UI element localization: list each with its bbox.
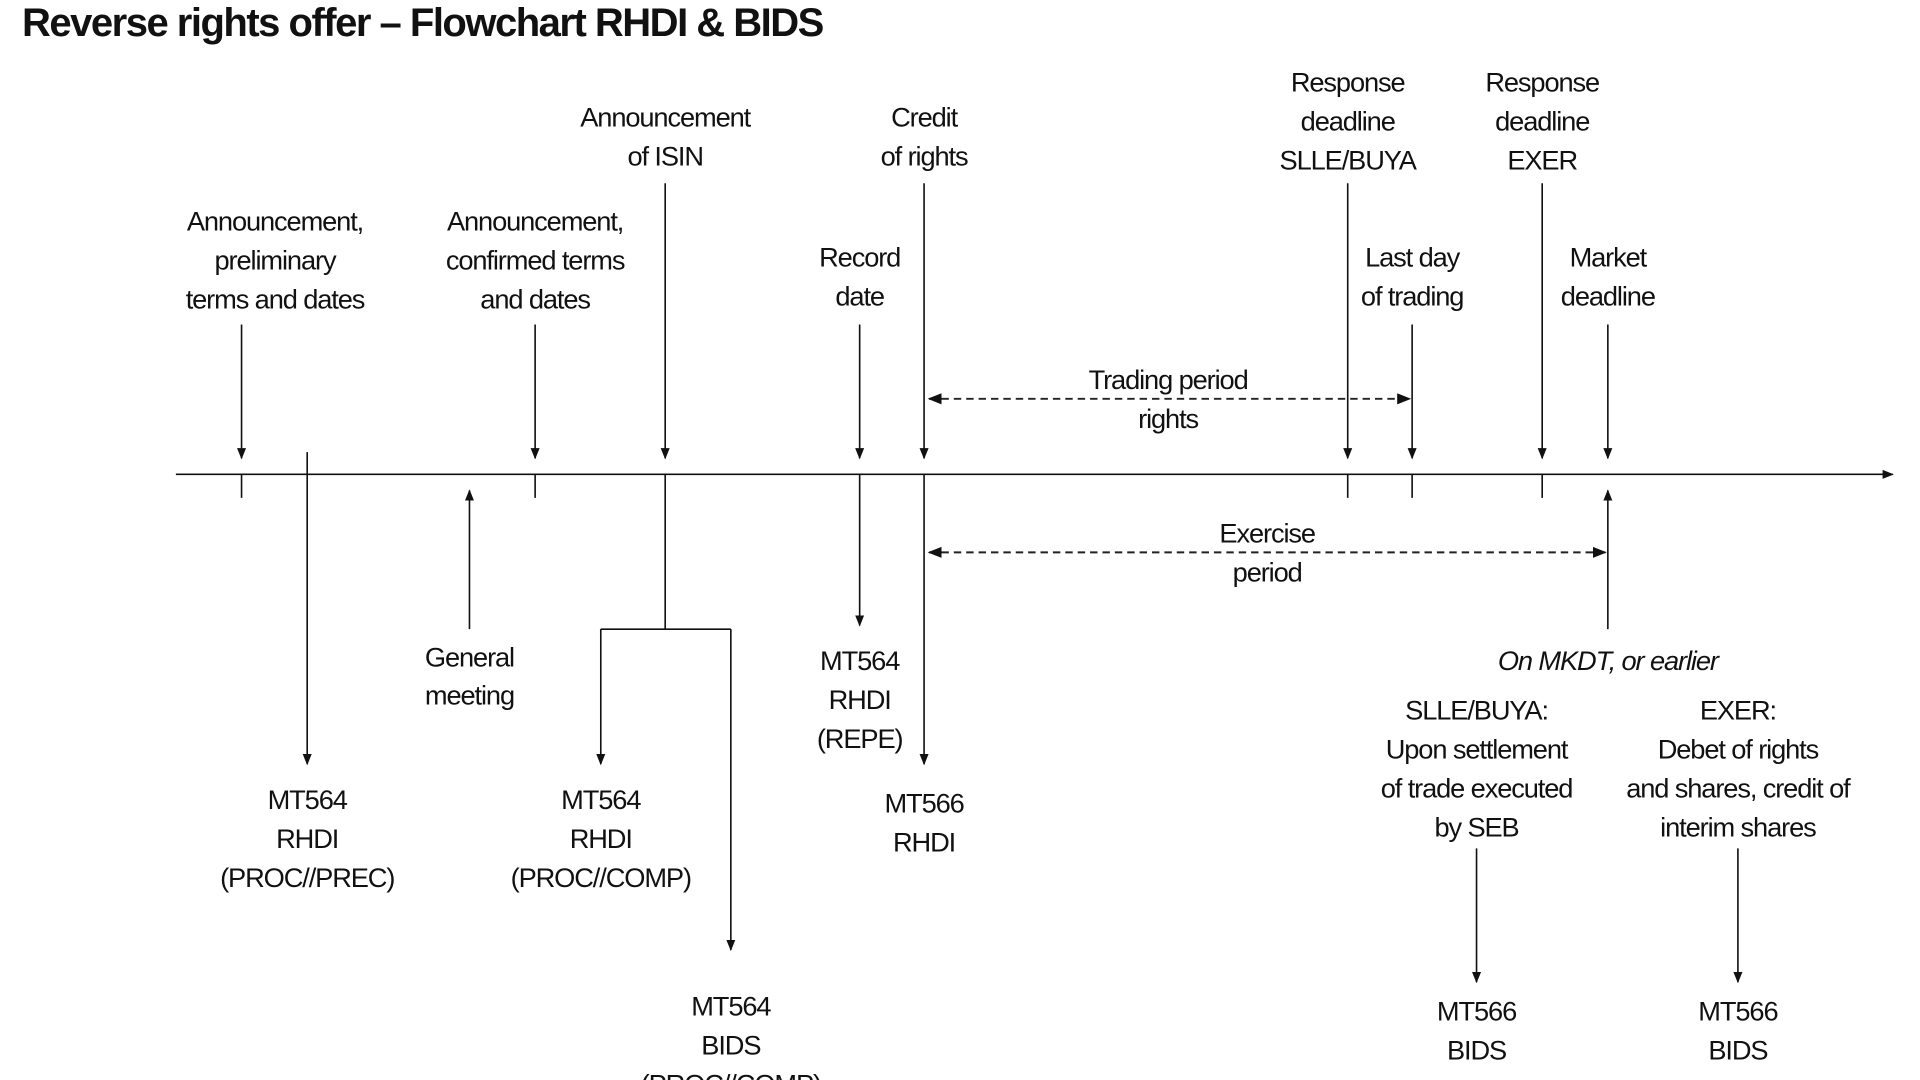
mt564-rhdi-comp-label: (PROC//COMP) (511, 862, 691, 893)
mkdt-note: On MKDT, or earlier (1498, 645, 1720, 676)
trading-period-rights-label: Trading period (1089, 364, 1248, 395)
exercise-period-label: Exercise (1219, 517, 1315, 548)
slle-buya-note-label: by SEB (1434, 812, 1518, 843)
exer-note-label: interim shares (1660, 812, 1816, 843)
mt564-rhdi-comp-label: RHDI (570, 823, 632, 854)
mt564-bids-comp-label: (PROC//COMP) (641, 1069, 821, 1080)
response-deadline-exer-label: deadline (1495, 106, 1589, 137)
credit-of-rights-label: Credit (891, 101, 959, 132)
mt566-rhdi-label: MT566 (884, 787, 963, 818)
mt566-bids-slle-label: BIDS (1447, 1035, 1506, 1066)
mt564-bids-comp-label: BIDS (701, 1030, 760, 1061)
announcement-isin-label: of ISIN (627, 140, 702, 171)
exer-note-label: and shares, credit of (1626, 773, 1851, 804)
mt564-rhdi-comp-label: MT564 (561, 784, 641, 815)
mt564-rhdi-prec-label: RHDI (276, 823, 338, 854)
announcement-isin-label: Announcement (580, 101, 751, 132)
slle-buya-note-label: SLLE/BUYA: (1405, 695, 1548, 726)
announcement-preliminary-label: preliminary (215, 244, 337, 275)
credit-of-rights-label: of rights (881, 140, 968, 171)
last-day-of-trading-label: of trading (1361, 280, 1463, 311)
record-date-label: date (835, 280, 884, 311)
mt564-rhdi-prec-label: (PROC//PREC) (220, 862, 394, 893)
mt566-bids-slle-label: MT566 (1437, 996, 1516, 1027)
mt564-rhdi-prec-label: MT564 (268, 784, 348, 815)
announcement-preliminary-label: Announcement, (187, 205, 363, 236)
slle-buya-note-label: of trade executed (1381, 773, 1573, 804)
mt566-bids-exer-label: MT566 (1698, 996, 1777, 1027)
mt564-bids-comp-label: MT564 (691, 991, 771, 1022)
record-date-label: Record (819, 241, 900, 272)
mt566-rhdi-label: RHDI (893, 826, 955, 857)
exercise-period-label: period (1233, 556, 1302, 587)
mt564-rhdi-repe-label: RHDI (829, 684, 891, 715)
mt564-rhdi-repe-label: MT564 (820, 645, 900, 676)
general-meeting-label: General (425, 641, 514, 672)
response-deadline-slle-buya-label: deadline (1301, 106, 1395, 137)
trading-period-rights-label: rights (1138, 403, 1198, 434)
announcement-confirmed-label: and dates (480, 283, 590, 314)
general-meeting-label: meeting (425, 680, 514, 711)
response-deadline-slle-buya-label: SLLE/BUYA (1280, 145, 1418, 176)
announcement-confirmed-label: confirmed terms (446, 244, 625, 275)
mt564-rhdi-repe-label: (REPE) (817, 723, 903, 754)
page-title: Reverse rights offer – Flowchart RHDI & … (22, 1, 824, 45)
response-deadline-exer-label: Response (1485, 67, 1599, 98)
mt566-bids-exer-label: BIDS (1708, 1035, 1767, 1066)
exer-note-label: EXER: (1700, 695, 1776, 726)
last-day-of-trading-label: Last day (1365, 241, 1461, 272)
market-deadline-label: Market (1570, 241, 1648, 272)
response-deadline-slle-buya-label: Response (1291, 67, 1405, 98)
exer-note-label: Debet of rights (1658, 734, 1819, 765)
market-deadline-label: deadline (1561, 280, 1655, 311)
response-deadline-exer-label: EXER (1507, 145, 1577, 176)
announcement-preliminary-label: terms and dates (186, 283, 365, 314)
slle-buya-note-label: Upon settlement (1386, 734, 1569, 765)
announcement-confirmed-label: Announcement, (447, 205, 623, 236)
